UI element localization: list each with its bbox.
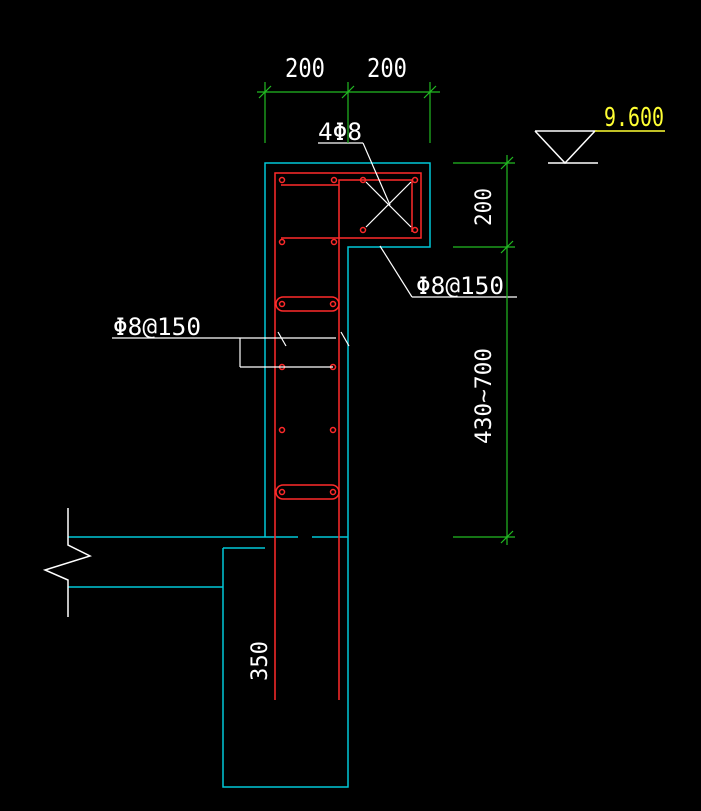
rebar-dot <box>330 176 338 184</box>
elevation-label: 9.600 <box>604 103 664 133</box>
inner-rebar <box>338 179 413 700</box>
stirrup-wall-tick <box>340 331 350 347</box>
dim-width-right-label: 200 <box>367 54 407 84</box>
dim-tick <box>423 85 437 99</box>
dim-tick <box>500 530 514 544</box>
stirrup-top-label: Φ8@150 <box>416 272 504 300</box>
dim-lower-label: 350 <box>248 641 273 681</box>
dim-tick <box>258 85 272 99</box>
stirrup-loop-upper <box>275 296 340 312</box>
leaders <box>112 142 517 368</box>
stirrup-loop-lower <box>275 484 340 500</box>
dim-tick <box>341 85 355 99</box>
rebar-dot <box>330 238 338 246</box>
rebar-dot <box>278 300 286 308</box>
rebar-dot <box>359 226 367 234</box>
concrete-outline <box>42 162 431 788</box>
dim-top-height-label: 200 <box>472 188 497 226</box>
break-symbol <box>42 508 93 617</box>
rebar-dot <box>329 300 337 308</box>
elevation-triangle <box>534 130 597 165</box>
rebar-dot <box>329 426 337 434</box>
dimensions <box>257 82 515 545</box>
upper-wall-outline <box>264 162 431 537</box>
dim-upper-height-label: 430~700 <box>472 348 497 444</box>
rebar-dot <box>359 176 367 184</box>
elevation-marker <box>534 130 665 165</box>
stirrup-wall-tick <box>277 331 287 347</box>
dim-width-left-label: 200 <box>285 54 325 84</box>
rebar-dot <box>329 488 337 496</box>
rebar-dot <box>278 176 286 184</box>
dim-tick <box>500 156 514 170</box>
corner-bars-leader <box>362 142 391 206</box>
outer-rebar-left <box>274 172 422 700</box>
corner-bars-label: 4Φ8 <box>318 118 362 146</box>
rebar-dot <box>278 426 286 434</box>
stirrup-wall-label: Φ8@150 <box>113 313 201 341</box>
labels: 200 200 4Φ8 9.600 Φ8@150 Φ8@150 200 430~… <box>113 54 664 681</box>
reinforcement <box>274 172 422 700</box>
rebar-dot <box>278 488 286 496</box>
rebar-dot <box>278 238 286 246</box>
rebar-dot <box>411 226 419 234</box>
dim-tick <box>500 240 514 254</box>
x-mark-b <box>365 181 412 228</box>
rebar-dot <box>411 176 419 184</box>
lower-beam-outline <box>222 537 349 788</box>
stirrup-top-leader <box>379 245 413 298</box>
